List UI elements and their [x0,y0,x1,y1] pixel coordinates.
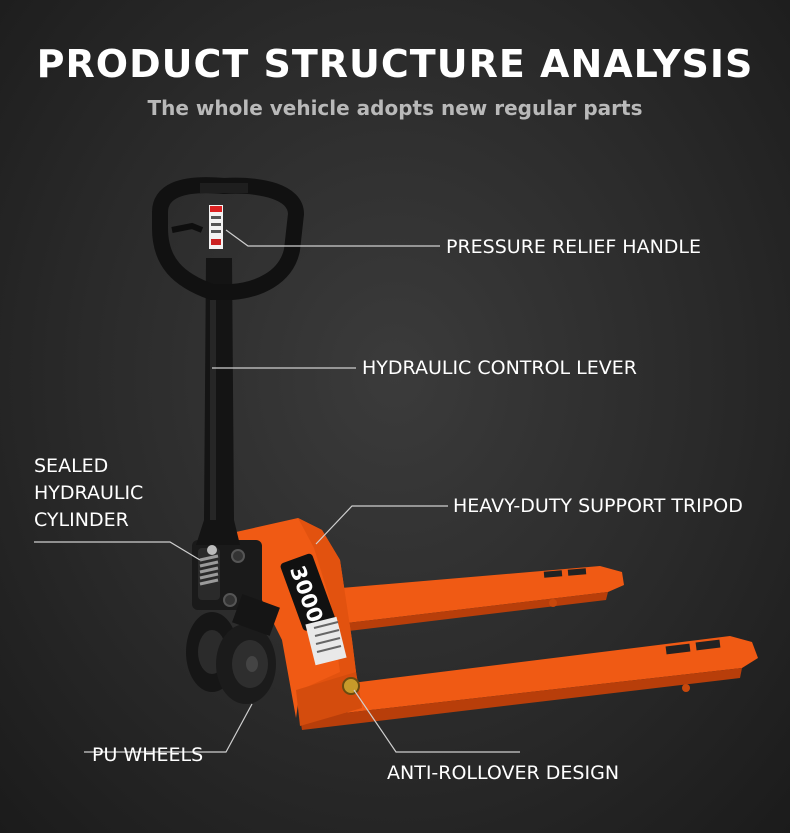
front-fork [296,636,758,718]
label-sealed-cylinder-line3: CYLINDER [34,509,129,531]
callout-lines [34,229,520,753]
callout-line-anti-rollover [353,689,520,753]
page-subtitle: The whole vehicle adopts new regular par… [147,96,643,120]
label-pressure-relief-handle: PRESSURE RELIEF HANDLE [446,236,702,258]
label-sealed-cylinder-line2: HYDRAULIC [34,482,144,504]
callout-line-pressure-relief [225,229,440,247]
pu-wheels [186,612,276,704]
anti-rollover-bolt [342,677,360,695]
callout-line-tripod [315,505,448,545]
label-hydraulic-control-lever: HYDRAULIC CONTROL LEVER [362,357,637,379]
page-title: PRODUCT STRUCTURE ANALYSIS [36,42,754,86]
callout-line-wheels [84,703,253,753]
rear-fork [318,566,624,625]
label-sealed-cylinder-line1: SEALED [34,455,109,477]
pump-spring [199,554,219,586]
callout-line-cylinder [34,541,201,561]
label-anti-rollover: ANTI-ROLLOVER DESIGN [387,762,620,784]
label-support-tripod: HEAVY-DUTY SUPPORT TRIPOD [453,495,743,517]
label-pu-wheels: PU WHEELS [92,744,204,766]
pressure-relief-lever [171,222,204,233]
handle-shaft [196,258,240,545]
